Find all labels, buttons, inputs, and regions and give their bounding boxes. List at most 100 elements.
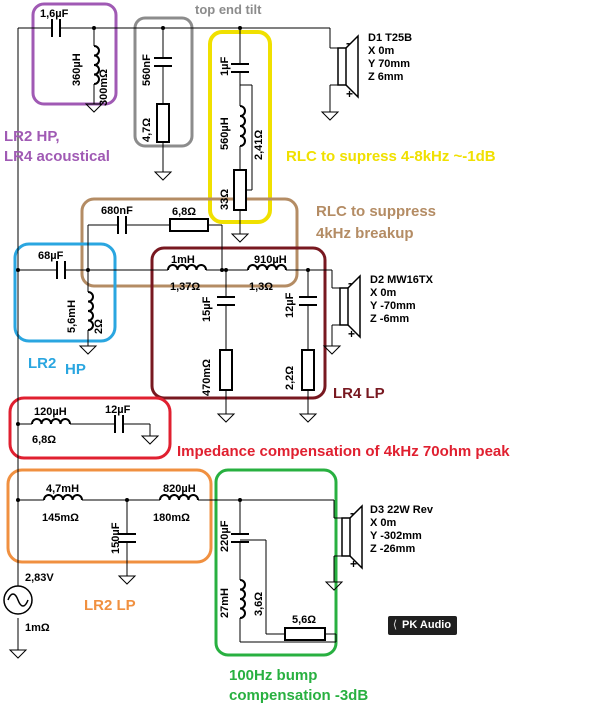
driver-x: X 0m	[370, 287, 397, 299]
svg-text:+: +	[346, 87, 353, 101]
inductor-910u	[247, 264, 287, 271]
orange-group-frame	[6, 468, 213, 564]
label-680n: 680nF	[101, 205, 133, 217]
resistor-4r7	[156, 103, 170, 143]
resistor-5r6	[284, 627, 326, 641]
label-5m6: 5,6mH	[66, 299, 78, 333]
maroon-group-frame	[150, 246, 327, 400]
label-910u: 910µH	[254, 254, 287, 266]
capacitor-1u6	[51, 19, 61, 37]
label-145m: 145mΩ	[42, 512, 79, 524]
capacitor-1u	[231, 63, 249, 73]
label-220u: 220µF	[219, 520, 231, 552]
label-6r8b: 6,8Ω	[32, 434, 57, 446]
note-bump-compensation: 100Hz bump compensation -3dB	[229, 667, 369, 704]
driver-z: Z -6mm	[370, 313, 410, 325]
label-source-resistance: 1mΩ	[25, 622, 50, 634]
inductor-27m	[239, 579, 246, 619]
note-lr2-hp-acoustical: LR2 HP, LR4 acoustical	[4, 128, 110, 165]
label-560u: 560µH	[219, 117, 231, 150]
driver-x: X 0m	[370, 517, 397, 529]
label-27m: 27mH	[219, 588, 231, 618]
capacitor-150u	[118, 533, 136, 543]
capacitor-12u-mid	[299, 296, 317, 306]
resistor-6r8a	[169, 218, 209, 232]
svg-text:+: +	[348, 327, 355, 341]
red-group-frame	[8, 396, 172, 460]
label-1u: 1µF	[219, 56, 231, 76]
inductor-4m7	[43, 494, 83, 501]
inductor-360u	[93, 45, 100, 85]
label-source-voltage: 2,83V	[25, 572, 54, 584]
ground-symbol	[322, 345, 342, 355]
note-rlc-4-8khz: RLC to supress 4-8kHz ~-1dB	[286, 148, 496, 165]
label-4r7: 4,7Ω	[141, 117, 153, 142]
ground-symbol	[153, 171, 173, 181]
blue-group-frame	[13, 242, 117, 343]
ground-symbol	[216, 413, 236, 423]
capacitor-68u	[56, 261, 66, 279]
note-rlc-4khz: RLC to suppress 4kHz breakup	[316, 203, 437, 242]
ground-symbol	[298, 413, 318, 423]
resistor-470m	[219, 349, 233, 391]
inductor-820u	[159, 494, 199, 501]
label-150u: 150µF	[110, 522, 122, 554]
label-300m: 300mΩ	[98, 69, 110, 106]
ground-symbol	[320, 111, 340, 121]
note-lr2-lp: LR2 LP	[84, 597, 136, 614]
green-group-frame	[214, 468, 338, 657]
label-1u6: 1,6µF	[40, 8, 69, 20]
svg-text:-: -	[350, 506, 354, 520]
inductor-5m6	[87, 291, 94, 331]
label-6r8a: 6,8Ω	[172, 206, 197, 218]
driver-y: Y -302mm	[370, 530, 422, 542]
label-2r41: 2,41Ω	[253, 129, 265, 160]
pk-audio-logo: ⟨PK Audio	[388, 616, 457, 635]
inductor-1m	[167, 264, 207, 271]
capacitor-15u	[217, 296, 235, 306]
label-2r2: 2,2Ω	[284, 365, 296, 390]
tweeter-speaker-icon	[337, 34, 359, 99]
label-2: 2Ω	[93, 319, 105, 334]
driver-name: D3 22W Rev	[370, 504, 433, 516]
label-33: 33Ω	[219, 188, 231, 210]
driver-z: Z -26mm	[370, 543, 416, 555]
note-lr4-lp: LR4 LP	[333, 385, 385, 402]
label-820u: 820µH	[163, 483, 196, 495]
capacitor-12u-imp	[114, 415, 124, 433]
logo-mark-icon: ⟨	[392, 619, 398, 631]
ground-symbol	[78, 345, 98, 355]
midrange-speaker-icon	[339, 274, 361, 339]
inductor-120u	[31, 418, 71, 425]
capacitor-220u	[231, 533, 249, 543]
label-12u-imp: 12µF	[105, 404, 131, 416]
note-lr2: LR2	[28, 355, 57, 372]
driver-x: X 0m	[368, 45, 395, 57]
voltage-source	[3, 585, 33, 615]
driver-info-d3: D3 22W Rev X 0m Y -302mm Z -26mm	[370, 504, 433, 556]
label-12u-mid: 12µF	[284, 292, 296, 318]
label-360u: 360µH	[71, 53, 83, 86]
label-1r37: 1,37Ω	[170, 281, 201, 293]
resistor-2r2	[301, 349, 315, 391]
note-impedance-compensation: Impedance compensation of 4kHz 70ohm pea…	[177, 443, 510, 460]
label-15u: 15µF	[201, 296, 213, 322]
ground-symbol	[230, 233, 250, 243]
label-1r3: 1,3Ω	[249, 281, 274, 293]
inductor-560u	[239, 105, 246, 147]
label-68u: 68µF	[38, 250, 64, 262]
ground-symbol	[324, 581, 344, 591]
resistor-33	[233, 169, 247, 211]
label-5r6: 5,6Ω	[292, 614, 317, 626]
ground-symbol	[117, 575, 137, 585]
driver-y: Y 70mm	[368, 58, 410, 70]
woofer-speaker-icon	[341, 504, 363, 570]
label-3r6: 3,6Ω	[253, 591, 265, 616]
driver-y: Y -70mm	[370, 300, 416, 312]
driver-z: Z 6mm	[368, 71, 404, 83]
purple-group-frame	[31, 2, 118, 106]
capacitor-680n	[117, 216, 127, 234]
label-180m: 180mΩ	[153, 512, 190, 524]
label-4m7: 4,7mH	[46, 483, 80, 495]
